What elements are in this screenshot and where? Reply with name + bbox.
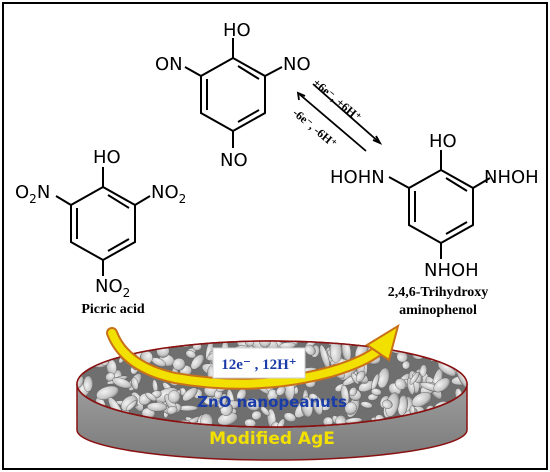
trihydroxyaminophenol-structure bbox=[388, 150, 491, 259]
nanopeanut-grain bbox=[266, 389, 279, 402]
nanopeanut-grain bbox=[260, 406, 270, 417]
nanopeanut-grain bbox=[244, 418, 257, 427]
nanopeanut-grain bbox=[355, 370, 366, 383]
nanopeanut-grain bbox=[167, 390, 181, 404]
nanopeanut-grain bbox=[344, 401, 357, 415]
nanopeanut-grain bbox=[382, 399, 393, 409]
product-right-group: NHOH bbox=[484, 167, 539, 188]
curved-conversion-arrow bbox=[106, 323, 400, 390]
product-left-group: HOHN bbox=[330, 167, 385, 188]
picric-right-group: NO2 bbox=[151, 182, 186, 206]
forward-step-label: +6e⁻, +6H⁺ bbox=[310, 76, 364, 125]
nitroso-bottom-group: NO bbox=[220, 150, 248, 171]
picric-hydroxyl: HO bbox=[93, 147, 121, 168]
reverse-step-label: -6e⁻, -6H⁺ bbox=[290, 106, 340, 151]
nanopeanut-grain bbox=[131, 341, 151, 346]
nanopeanut-grain bbox=[433, 377, 451, 393]
nanopeanut-grain bbox=[172, 357, 186, 371]
picric-bottom-group: NO2 bbox=[95, 276, 130, 300]
nanopeanut-grain bbox=[182, 387, 198, 402]
nanopeanut-grain bbox=[446, 341, 461, 349]
forward-arrow bbox=[312, 83, 381, 144]
nanopeanut-grain bbox=[276, 386, 286, 396]
nanopeanut-grain bbox=[146, 402, 168, 412]
nanopeanut-grain bbox=[370, 388, 382, 396]
nanopeanut-grain bbox=[190, 354, 205, 370]
nanopeanut-grain bbox=[348, 387, 358, 397]
product-hydroxyl: HO bbox=[429, 131, 457, 152]
product-bottom-group: NHOH bbox=[424, 260, 479, 281]
reverse-arrow bbox=[297, 92, 367, 152]
nanopeanut-grain bbox=[432, 341, 449, 355]
nanopeanut-grain bbox=[79, 341, 104, 351]
electron-proton-label: 12e⁻ , 12H⁺ bbox=[221, 357, 296, 373]
nanopeanut-grain bbox=[308, 393, 319, 403]
nanopeanut-grain bbox=[145, 392, 157, 402]
nanopeanut-grain bbox=[304, 344, 316, 356]
product-name-line1: 2,4,6-Trihydroxy bbox=[388, 285, 489, 300]
picric-left-group: O2N bbox=[15, 182, 50, 206]
nanopeanut-grain bbox=[402, 360, 411, 370]
nanopeanut-grain bbox=[411, 392, 432, 407]
equilibrium-arrows bbox=[296, 83, 383, 152]
nanopeanut-grain bbox=[203, 396, 216, 406]
picric-acid-structure bbox=[55, 167, 151, 276]
nanopeanut-grain bbox=[283, 412, 297, 423]
nanopeanut-grain bbox=[83, 375, 94, 392]
nanopeanut-grain bbox=[409, 371, 420, 385]
nanopeanut-grain bbox=[276, 418, 286, 427]
nanopeanut-grain bbox=[105, 372, 115, 382]
nanopeanut-grain bbox=[77, 361, 84, 376]
nanopeanut-grain bbox=[446, 341, 459, 359]
nanopeanut-grain bbox=[80, 341, 99, 354]
zno-film-label: ZnO nanopeanuts bbox=[197, 393, 347, 411]
nanopeanut-grain bbox=[131, 377, 139, 391]
nanopeanut-grain bbox=[77, 375, 85, 390]
nanopeanut-grain bbox=[330, 341, 343, 364]
nanopeanut-grain bbox=[453, 341, 464, 347]
nanopeanut-grain bbox=[166, 406, 178, 415]
nanopeanut-grain bbox=[112, 377, 132, 389]
electron-proton-box: 12e⁻ , 12H⁺ bbox=[212, 347, 306, 379]
nanopeanut-grain bbox=[77, 346, 89, 359]
nanopeanut-grain bbox=[440, 341, 450, 356]
nitroso-left-group: ON bbox=[155, 54, 183, 75]
nanopeanut-grain bbox=[251, 410, 262, 421]
nanopeanut-grain bbox=[246, 397, 260, 412]
nanopeanut-grain bbox=[360, 401, 373, 409]
nanopeanut-grain bbox=[259, 341, 271, 348]
nanopeanut-grain bbox=[125, 400, 138, 412]
nanopeanut-grain bbox=[185, 350, 197, 359]
product-name-line2: aminophenol bbox=[399, 303, 477, 318]
nitroso-right-group: NO bbox=[283, 54, 311, 75]
picric-acid-name: Picric acid bbox=[81, 302, 145, 317]
curved-arrow-head bbox=[365, 323, 400, 362]
trinitrosophenol-structure bbox=[184, 38, 283, 148]
nanopeanut-grain bbox=[462, 341, 467, 346]
nanopeanut-grain bbox=[440, 347, 448, 361]
nanopeanut-grain bbox=[245, 341, 254, 347]
electrode-label: Modified AgE bbox=[209, 429, 335, 449]
nanopeanut-grain bbox=[394, 378, 407, 390]
nitroso-hydroxyl: HO bbox=[223, 20, 251, 41]
